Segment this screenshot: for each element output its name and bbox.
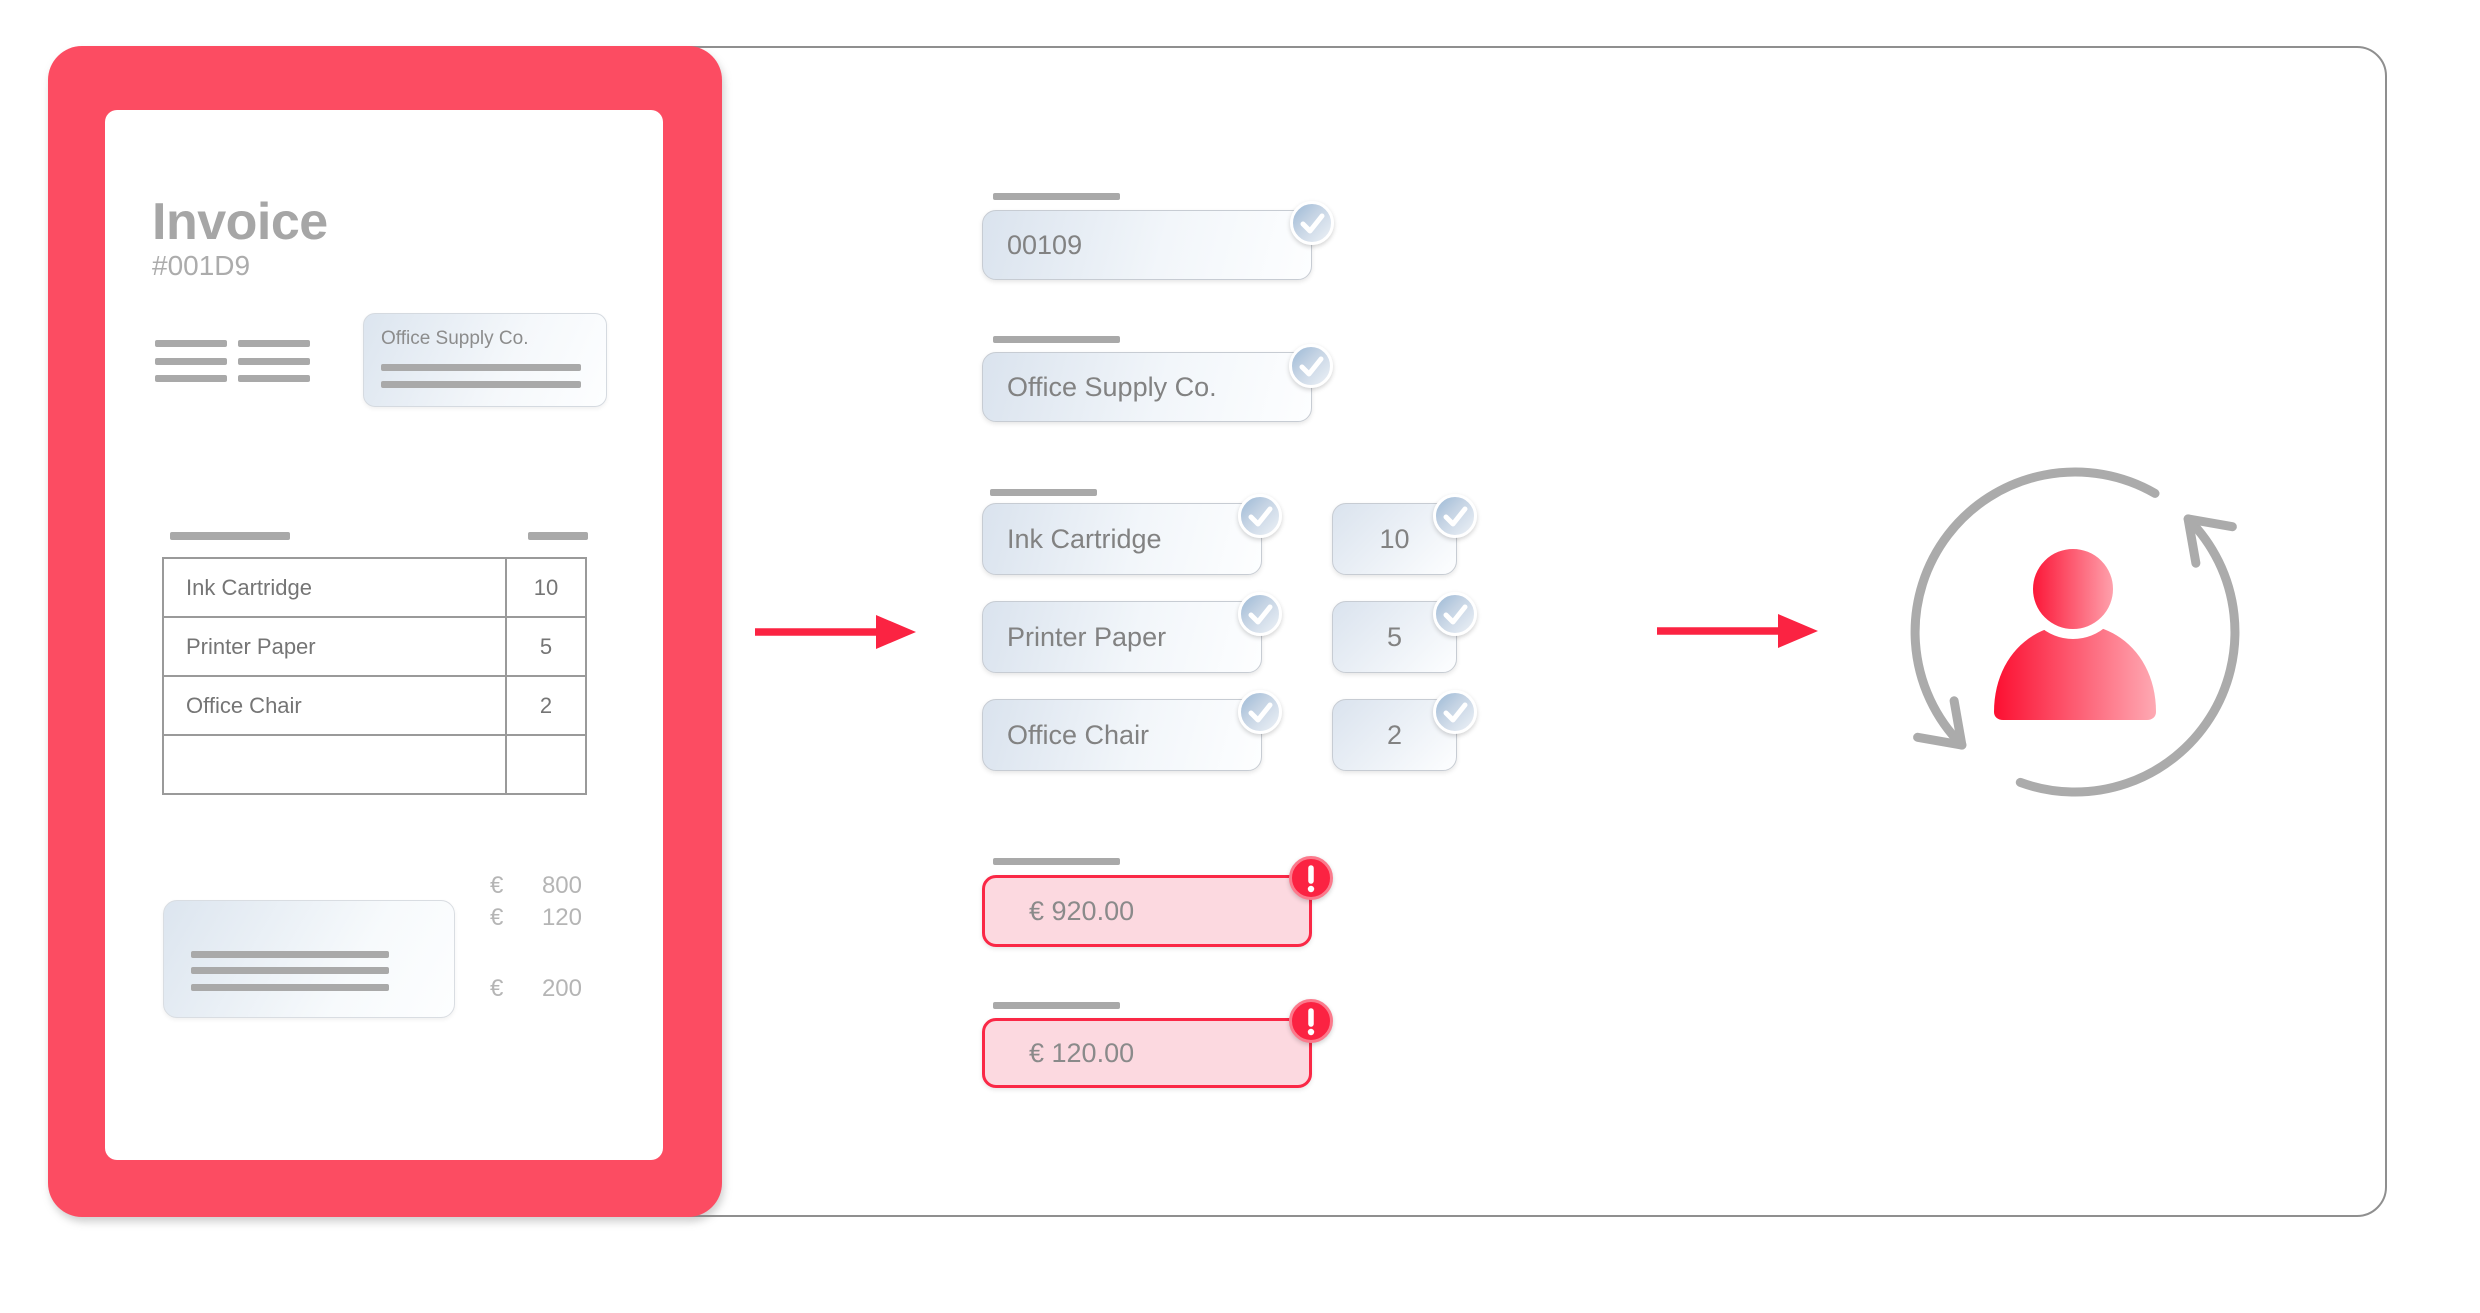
placeholder-line xyxy=(155,375,227,382)
line-item-name: Ink Cartridge xyxy=(1007,523,1162,554)
line-item-name: Office Chair xyxy=(1007,719,1150,750)
tax-amount-field[interactable]: € 120.00 xyxy=(982,1018,1312,1088)
qty-cell xyxy=(505,736,585,793)
placeholder-line xyxy=(238,375,310,382)
check-icon xyxy=(1238,494,1282,538)
field-label-bar xyxy=(990,489,1097,496)
item-cell: Printer Paper xyxy=(186,633,316,659)
tax-amount-value: € 120.00 xyxy=(1029,1037,1135,1068)
person-sync-icon xyxy=(1910,467,2240,797)
currency-symbol: € xyxy=(490,904,504,931)
invoice-note-box xyxy=(163,900,455,1018)
check-icon xyxy=(1289,344,1333,388)
table-header-bar xyxy=(528,532,588,540)
placeholder-line xyxy=(238,358,310,365)
item-cell xyxy=(164,736,505,793)
placeholder-line xyxy=(155,358,227,365)
table-row xyxy=(164,736,585,793)
check-icon xyxy=(1433,592,1477,636)
exclamation-icon xyxy=(1289,999,1333,1043)
table-row: Printer Paper 5 xyxy=(164,618,585,677)
invoice-number-field[interactable]: 00109 xyxy=(982,210,1312,280)
line-item-qty: 2 xyxy=(1386,719,1403,750)
invoice-title: Invoice xyxy=(152,193,328,251)
placeholder-line xyxy=(381,364,581,371)
invoice-total-row: € 200 xyxy=(490,975,582,1003)
supplier-name: Office Supply Co. xyxy=(381,328,529,349)
invoice-line-items-table: Ink Cartridge 10 Printer Paper 5 Office … xyxy=(162,557,587,795)
person-body xyxy=(1994,624,2156,720)
total-amount-field[interactable]: € 920.00 xyxy=(982,875,1312,947)
invoice-number-value: 00109 xyxy=(1007,229,1083,260)
currency-symbol: € xyxy=(490,872,504,899)
line-item-qty: 5 xyxy=(1386,621,1403,652)
line-item-name-field[interactable]: Office Chair xyxy=(982,699,1262,771)
line-item-qty: 10 xyxy=(1379,523,1410,554)
field-label-bar xyxy=(993,193,1120,200)
arrow-right-icon xyxy=(755,615,916,649)
total-amount: 120 xyxy=(541,904,582,931)
line-item-qty-field[interactable]: 5 xyxy=(1332,601,1457,673)
supplier-value: Office Supply Co. xyxy=(1007,371,1217,402)
total-amount-value: € 920.00 xyxy=(1029,895,1135,926)
check-icon xyxy=(1238,592,1282,636)
supplier-card: Office Supply Co. xyxy=(363,313,607,407)
line-item-name: Printer Paper xyxy=(1007,621,1167,652)
table-header-bar xyxy=(170,532,290,540)
total-amount: 800 xyxy=(541,872,582,899)
exclamation-icon xyxy=(1289,856,1333,900)
placeholder-line xyxy=(155,340,227,347)
table-row: Office Chair 2 xyxy=(164,677,585,736)
invoice-total-row: € 120 xyxy=(490,904,582,932)
currency-symbol: € xyxy=(490,975,504,1002)
supplier-field[interactable]: Office Supply Co. xyxy=(982,352,1312,422)
line-item-name-field[interactable]: Printer Paper xyxy=(982,601,1262,673)
check-icon xyxy=(1238,690,1282,734)
placeholder-line xyxy=(191,984,389,991)
field-label-bar xyxy=(993,1002,1120,1009)
placeholder-line xyxy=(191,951,389,958)
sync-arrowhead xyxy=(2183,514,2237,568)
qty-cell: 10 xyxy=(505,559,585,616)
placeholder-line xyxy=(191,967,389,974)
check-icon xyxy=(1433,494,1477,538)
placeholder-line xyxy=(238,340,310,347)
arrow-right-icon xyxy=(1657,614,1818,648)
person-head xyxy=(2023,539,2123,639)
item-cell: Ink Cartridge xyxy=(186,574,312,600)
invoice-total-row: € 800 xyxy=(490,872,582,900)
check-icon xyxy=(1433,690,1477,734)
placeholder-line xyxy=(381,381,581,388)
sync-arrowhead xyxy=(1913,696,1967,750)
qty-cell: 5 xyxy=(505,618,585,675)
field-label-bar xyxy=(993,336,1120,343)
table-row: Ink Cartridge 10 xyxy=(164,559,585,618)
field-label-bar xyxy=(993,858,1120,865)
line-item-name-field[interactable]: Ink Cartridge xyxy=(982,503,1262,575)
qty-cell: 2 xyxy=(505,677,585,734)
invoice-number-text: #001D9 xyxy=(152,250,251,281)
check-icon xyxy=(1290,201,1334,245)
sync-arc xyxy=(2015,514,2240,797)
total-amount: 200 xyxy=(541,975,582,1002)
sync-arc xyxy=(1910,467,2160,750)
item-cell: Office Chair xyxy=(186,692,302,718)
